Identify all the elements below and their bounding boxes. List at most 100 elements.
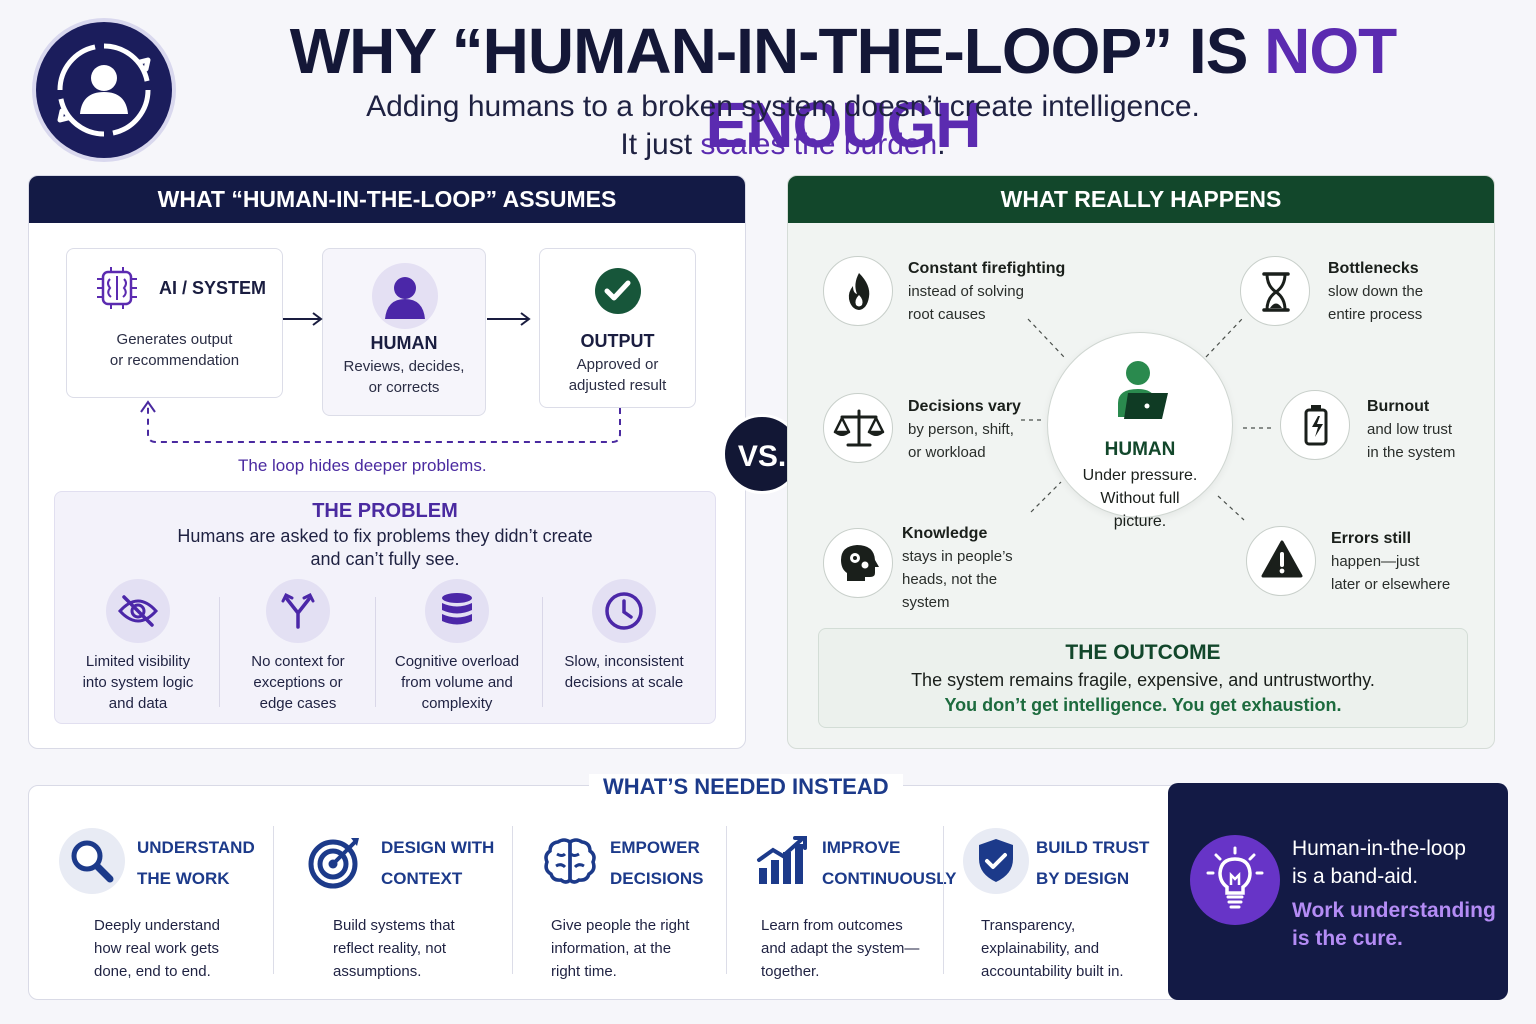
flow-card-human: HUMAN Reviews, decides,or corrects — [322, 248, 486, 416]
cure-line1: Human-in-the-loop — [1292, 837, 1466, 860]
item-title: Burnout — [1367, 398, 1430, 415]
happens-panel: WHAT REALLY HAPPENS Constant firefightin… — [787, 175, 1495, 749]
database-icon — [442, 593, 472, 625]
lightbulb-icon — [1206, 846, 1264, 909]
problem-title: THE PROBLEM — [312, 500, 458, 522]
happens-panel-title: WHAT REALLY HAPPENS — [788, 176, 1494, 223]
flow-card-title: HUMAN — [370, 333, 438, 353]
item-title: Knowledge — [902, 525, 988, 542]
flow-card-title: OUTPUT — [580, 331, 655, 351]
divider — [512, 826, 513, 974]
battery-icon — [1304, 405, 1328, 446]
errors-icon-circle — [1246, 526, 1316, 596]
page-title: WHY “HUMAN-IN-THE-LOOP” IS NOT ENOUGH — [289, 15, 1398, 161]
needed-title: WHAT’S NEEDED INSTEAD — [589, 774, 903, 800]
item-title: Errors still — [1331, 530, 1412, 547]
flow-card-desc: Reviews, decides,or corrects — [343, 358, 465, 396]
flow-arrows — [140, 312, 621, 443]
shield-check-icon — [979, 839, 1013, 882]
eye-slash-icon — [117, 595, 159, 627]
outcome-line2: You don’t get intelligence. You get exha… — [944, 695, 1342, 715]
user-cycle-icon — [57, 43, 151, 137]
person-laptop-icon — [1118, 361, 1168, 419]
outcome-box: THE OUTCOME The system remains fragile, … — [818, 628, 1468, 728]
cure-line4: is the cure. — [1292, 927, 1403, 950]
bottlenecks-icon-circle — [1240, 256, 1310, 326]
item-title: Decisions vary — [908, 398, 1021, 415]
person-icon — [385, 277, 425, 319]
assumes-panel-title: WHAT “HUMAN-IN-THE-LOOP” ASSUMES — [29, 176, 745, 223]
clock-icon — [605, 592, 643, 630]
cure-panel: Human-in-the-loop is a band-aid. Work un… — [1168, 783, 1508, 1000]
center-title: HUMAN — [1104, 439, 1176, 460]
firefighting-icon-circle — [823, 256, 893, 326]
divider — [219, 597, 220, 707]
head-gears-icon — [841, 545, 879, 581]
loop-caption: The loop hides deeper problems. — [238, 456, 487, 475]
outcome-title: THE OUTCOME — [1065, 641, 1221, 664]
assumes-panel: WHAT “HUMAN-IN-THE-LOOP” ASSUMES AI / SY… — [28, 175, 746, 749]
growth-chart-icon — [757, 836, 807, 884]
cure-line3: Work understanding — [1292, 899, 1496, 922]
check-circle-icon — [595, 268, 641, 314]
item-title: Constant firefighting — [908, 260, 1066, 277]
warning-icon — [1261, 540, 1303, 578]
problem-desc: Humans are asked to fix problems they di… — [177, 526, 593, 569]
flow-card-title: AI / SYSTEM — [159, 278, 267, 298]
divider — [943, 826, 944, 974]
divider — [273, 826, 274, 974]
chip-brain-icon — [97, 267, 137, 309]
problem-box: THE PROBLEM Humans are asked to fix prob… — [54, 491, 716, 724]
divider — [542, 597, 543, 707]
item-desc: by person, shift,or workload — [908, 421, 1014, 461]
scales-icon — [833, 409, 885, 447]
target-icon — [308, 838, 359, 889]
item-title: Bottlenecks — [1328, 260, 1419, 277]
page-subtitle-line1: Adding humans to a broken system doesn’t… — [366, 90, 1200, 123]
fire-icon — [848, 273, 870, 310]
cure-line2: is a band-aid. — [1292, 865, 1419, 888]
header-logo — [36, 22, 172, 158]
page-subtitle-line2: It just scales the burden. — [620, 128, 946, 161]
human-icon-bg — [372, 263, 438, 329]
burnout-icon-circle — [1280, 390, 1350, 460]
connector-lines — [1021, 318, 1275, 521]
branch-icon — [281, 592, 315, 629]
magnifier-icon — [71, 840, 114, 883]
divider — [375, 597, 376, 707]
